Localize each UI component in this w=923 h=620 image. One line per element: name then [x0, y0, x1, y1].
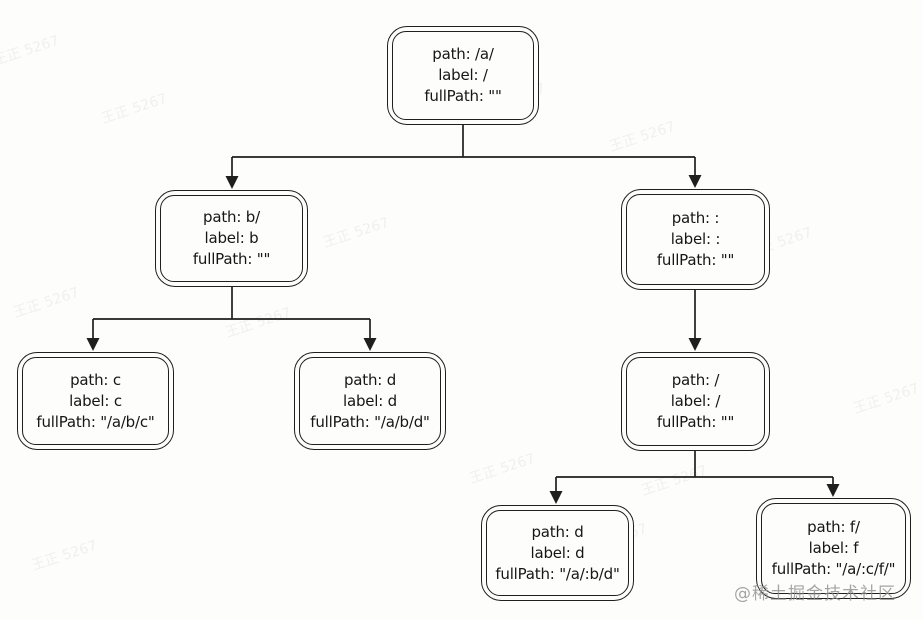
node-path-line: path: f/	[807, 518, 860, 536]
node-fullpath-line: fullPath: "/a/b/d"	[310, 412, 430, 431]
node-path-line: path: d	[343, 370, 397, 389]
node-border: path: d label: d fullPath: "/a/b/d"	[299, 357, 441, 445]
community-credit: @稀土掘金技术社区	[734, 584, 896, 604]
node-path-line: path: d	[531, 522, 584, 541]
node-path-line: path: :	[671, 209, 720, 227]
node-border: path: / label: / fullPath: ""	[626, 357, 765, 446]
node-label-line: label: d	[530, 543, 585, 562]
node-path-line: path: b/	[203, 208, 260, 226]
node-border: path: : label: : fullPath: ""	[626, 194, 765, 285]
tree-node-d-right: path: d label: d fullPath: "/a/:b/d"	[481, 505, 634, 601]
node-label-line: label: d	[342, 391, 398, 410]
node-fullpath-line: fullPath: ""	[424, 87, 502, 105]
node-label-line: label: f	[808, 539, 859, 557]
tree-node-d-left: path: d label: d fullPath: "/a/b/d"	[294, 352, 446, 450]
node-label-line: label: :	[670, 230, 721, 248]
tree-node-b: path: b/ label: b fullPath: ""	[155, 190, 308, 287]
node-border: path: d label: d fullPath: "/a/:b/d"	[486, 510, 629, 596]
tree-node-c: path: c label: c fullPath: "/a/b/c"	[17, 352, 174, 450]
node-path-line: path: /	[671, 371, 720, 389]
arrowheads	[86, 175, 840, 504]
node-label-line: label: /	[438, 66, 488, 84]
node-label-line: label: c	[69, 391, 122, 410]
node-path-line: path: /a/	[432, 45, 494, 63]
node-fullpath-line: fullPath: ""	[656, 251, 735, 269]
node-border: path: b/ label: b fullPath: ""	[160, 195, 303, 282]
node-fullpath-line: fullPath: ""	[656, 413, 735, 431]
node-path-line: path: c	[70, 370, 121, 389]
node-label-line: label: b	[204, 229, 259, 247]
tree-node-colon: path: : label: : fullPath: ""	[621, 189, 770, 290]
tree-node-f: path: f/ label: f fullPath: "/a/:c/f/"	[756, 498, 911, 599]
node-label-line: label: /	[670, 392, 721, 410]
tree-node-root: path: /a/ label: / fullPath: ""	[387, 26, 539, 125]
node-border: path: f/ label: f fullPath: "/a/:c/f/"	[761, 503, 906, 594]
node-fullpath-line: fullPath: ""	[192, 250, 271, 268]
node-border: path: c label: c fullPath: "/a/b/c"	[22, 357, 169, 445]
node-fullpath-line: fullPath: "/a/:c/f/"	[771, 560, 896, 578]
tree-node-slash: path: / label: / fullPath: ""	[621, 352, 770, 451]
node-border: path: /a/ label: / fullPath: ""	[392, 31, 534, 120]
node-fullpath-line: fullPath: "/a/b/c"	[36, 412, 155, 431]
node-fullpath-line: fullPath: "/a/:b/d"	[495, 564, 620, 583]
